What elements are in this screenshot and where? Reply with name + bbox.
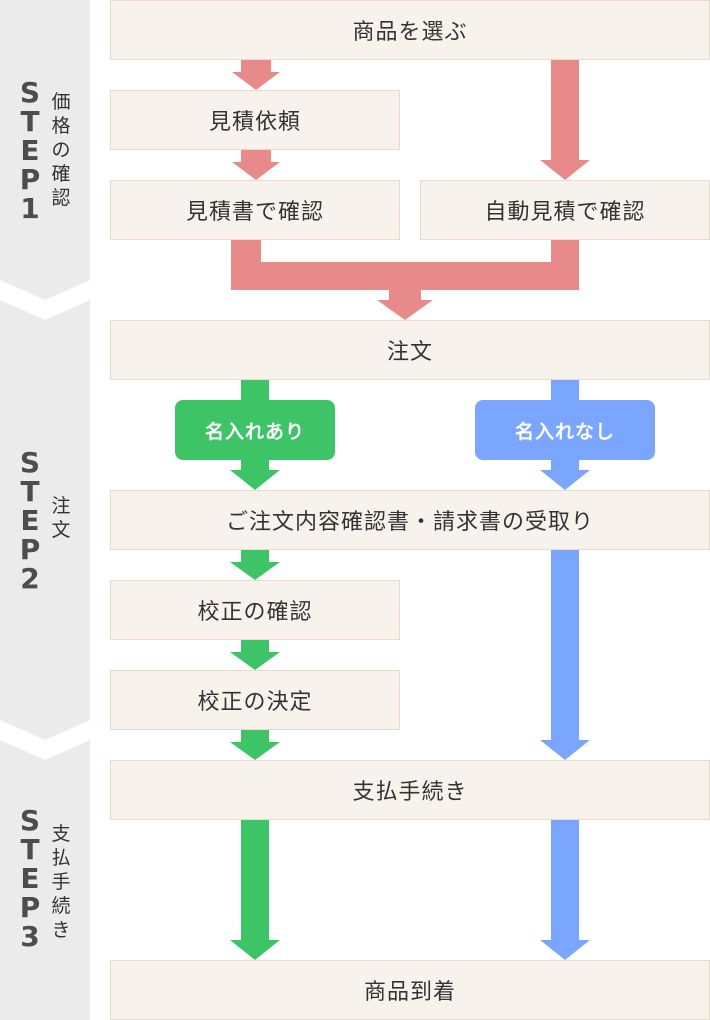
sidebar-chevrons [0, 0, 90, 1020]
step-label-char: 支 [51, 823, 71, 845]
blue-stem-order-badge [551, 380, 579, 402]
step-word-char: P [19, 891, 41, 924]
arrow-payment-to-arrival-blue [540, 820, 590, 960]
arrow-request-to-quote [232, 150, 280, 180]
arrow-proof-to-decide [230, 640, 280, 670]
step-word-char: T [20, 475, 40, 508]
step-label-char: 注 [51, 495, 71, 517]
box-confirm-quote-doc: 見積書で確認 [110, 180, 400, 240]
step-label-char: 格 [51, 115, 71, 137]
red-arrows [231, 60, 590, 320]
step-label-char: 認 [51, 187, 71, 209]
step-label-char: 続 [51, 895, 71, 917]
step-word-char: E [20, 134, 40, 167]
step-word-char: E [20, 862, 40, 895]
blue-arrows [540, 380, 590, 960]
arrow-merge-to-order [231, 240, 579, 320]
step1-band [0, 0, 90, 300]
step-word-char: S [19, 804, 41, 837]
box-confirm-auto-quote: 自動見積で確認 [420, 180, 710, 240]
step-word-char: T [20, 833, 40, 866]
step-label-char: 価 [51, 91, 71, 113]
step3-band [0, 740, 90, 1020]
step-word-char: E [20, 504, 40, 537]
step-label-char: の [51, 139, 71, 161]
box-check-proof: 校正の確認 [110, 580, 400, 640]
step1-label: 価格の確認 [48, 90, 74, 210]
arrow-docs-to-proof [230, 550, 280, 580]
step-label-char: 確 [51, 163, 71, 185]
badge-with-name: 名入れあり [175, 400, 335, 460]
arrow-badge-to-docs-blue [540, 458, 590, 490]
arrow-decide-to-payment [230, 730, 280, 760]
box-payment: 支払手続き [110, 760, 710, 820]
step-label-char: 払 [51, 847, 71, 869]
arrow-badge-to-docs [230, 458, 280, 490]
box-select-product: 商品を選ぶ [110, 0, 710, 60]
box-quote-request: 見積依頼 [110, 90, 400, 150]
arrow-payment-to-arrival-green [230, 820, 280, 960]
step-word-char: P [19, 533, 41, 566]
step-label-char: き [51, 919, 71, 941]
step-word-char: P [19, 163, 41, 196]
step-word-char: S [19, 76, 41, 109]
arrow-select-to-auto [540, 60, 590, 180]
badge-without-name: 名入れなし [475, 400, 655, 460]
step-word-char: S [19, 446, 41, 479]
box-decide-proof: 校正の決定 [110, 670, 400, 730]
step-word-char: T [20, 105, 40, 138]
step-word-char: 1 [20, 192, 40, 225]
step-word-char: 2 [20, 562, 40, 595]
step3-label: 支払手続き [48, 822, 74, 942]
step-label-char: 文 [51, 519, 71, 541]
box-receive-docs: ご注文内容確認書・請求書の受取り [110, 490, 710, 550]
step-word-char: 3 [20, 920, 40, 953]
step-label-char: 手 [51, 871, 71, 893]
box-arrival: 商品到着 [110, 960, 710, 1020]
step2-label: 注文 [48, 494, 74, 542]
step2-band [0, 300, 90, 740]
box-order: 注文 [110, 320, 710, 380]
arrow-docs-to-payment-blue [540, 550, 590, 760]
arrow-select-to-request [232, 60, 280, 90]
green-stem-order-badge [241, 380, 269, 402]
green-arrows [230, 380, 280, 960]
